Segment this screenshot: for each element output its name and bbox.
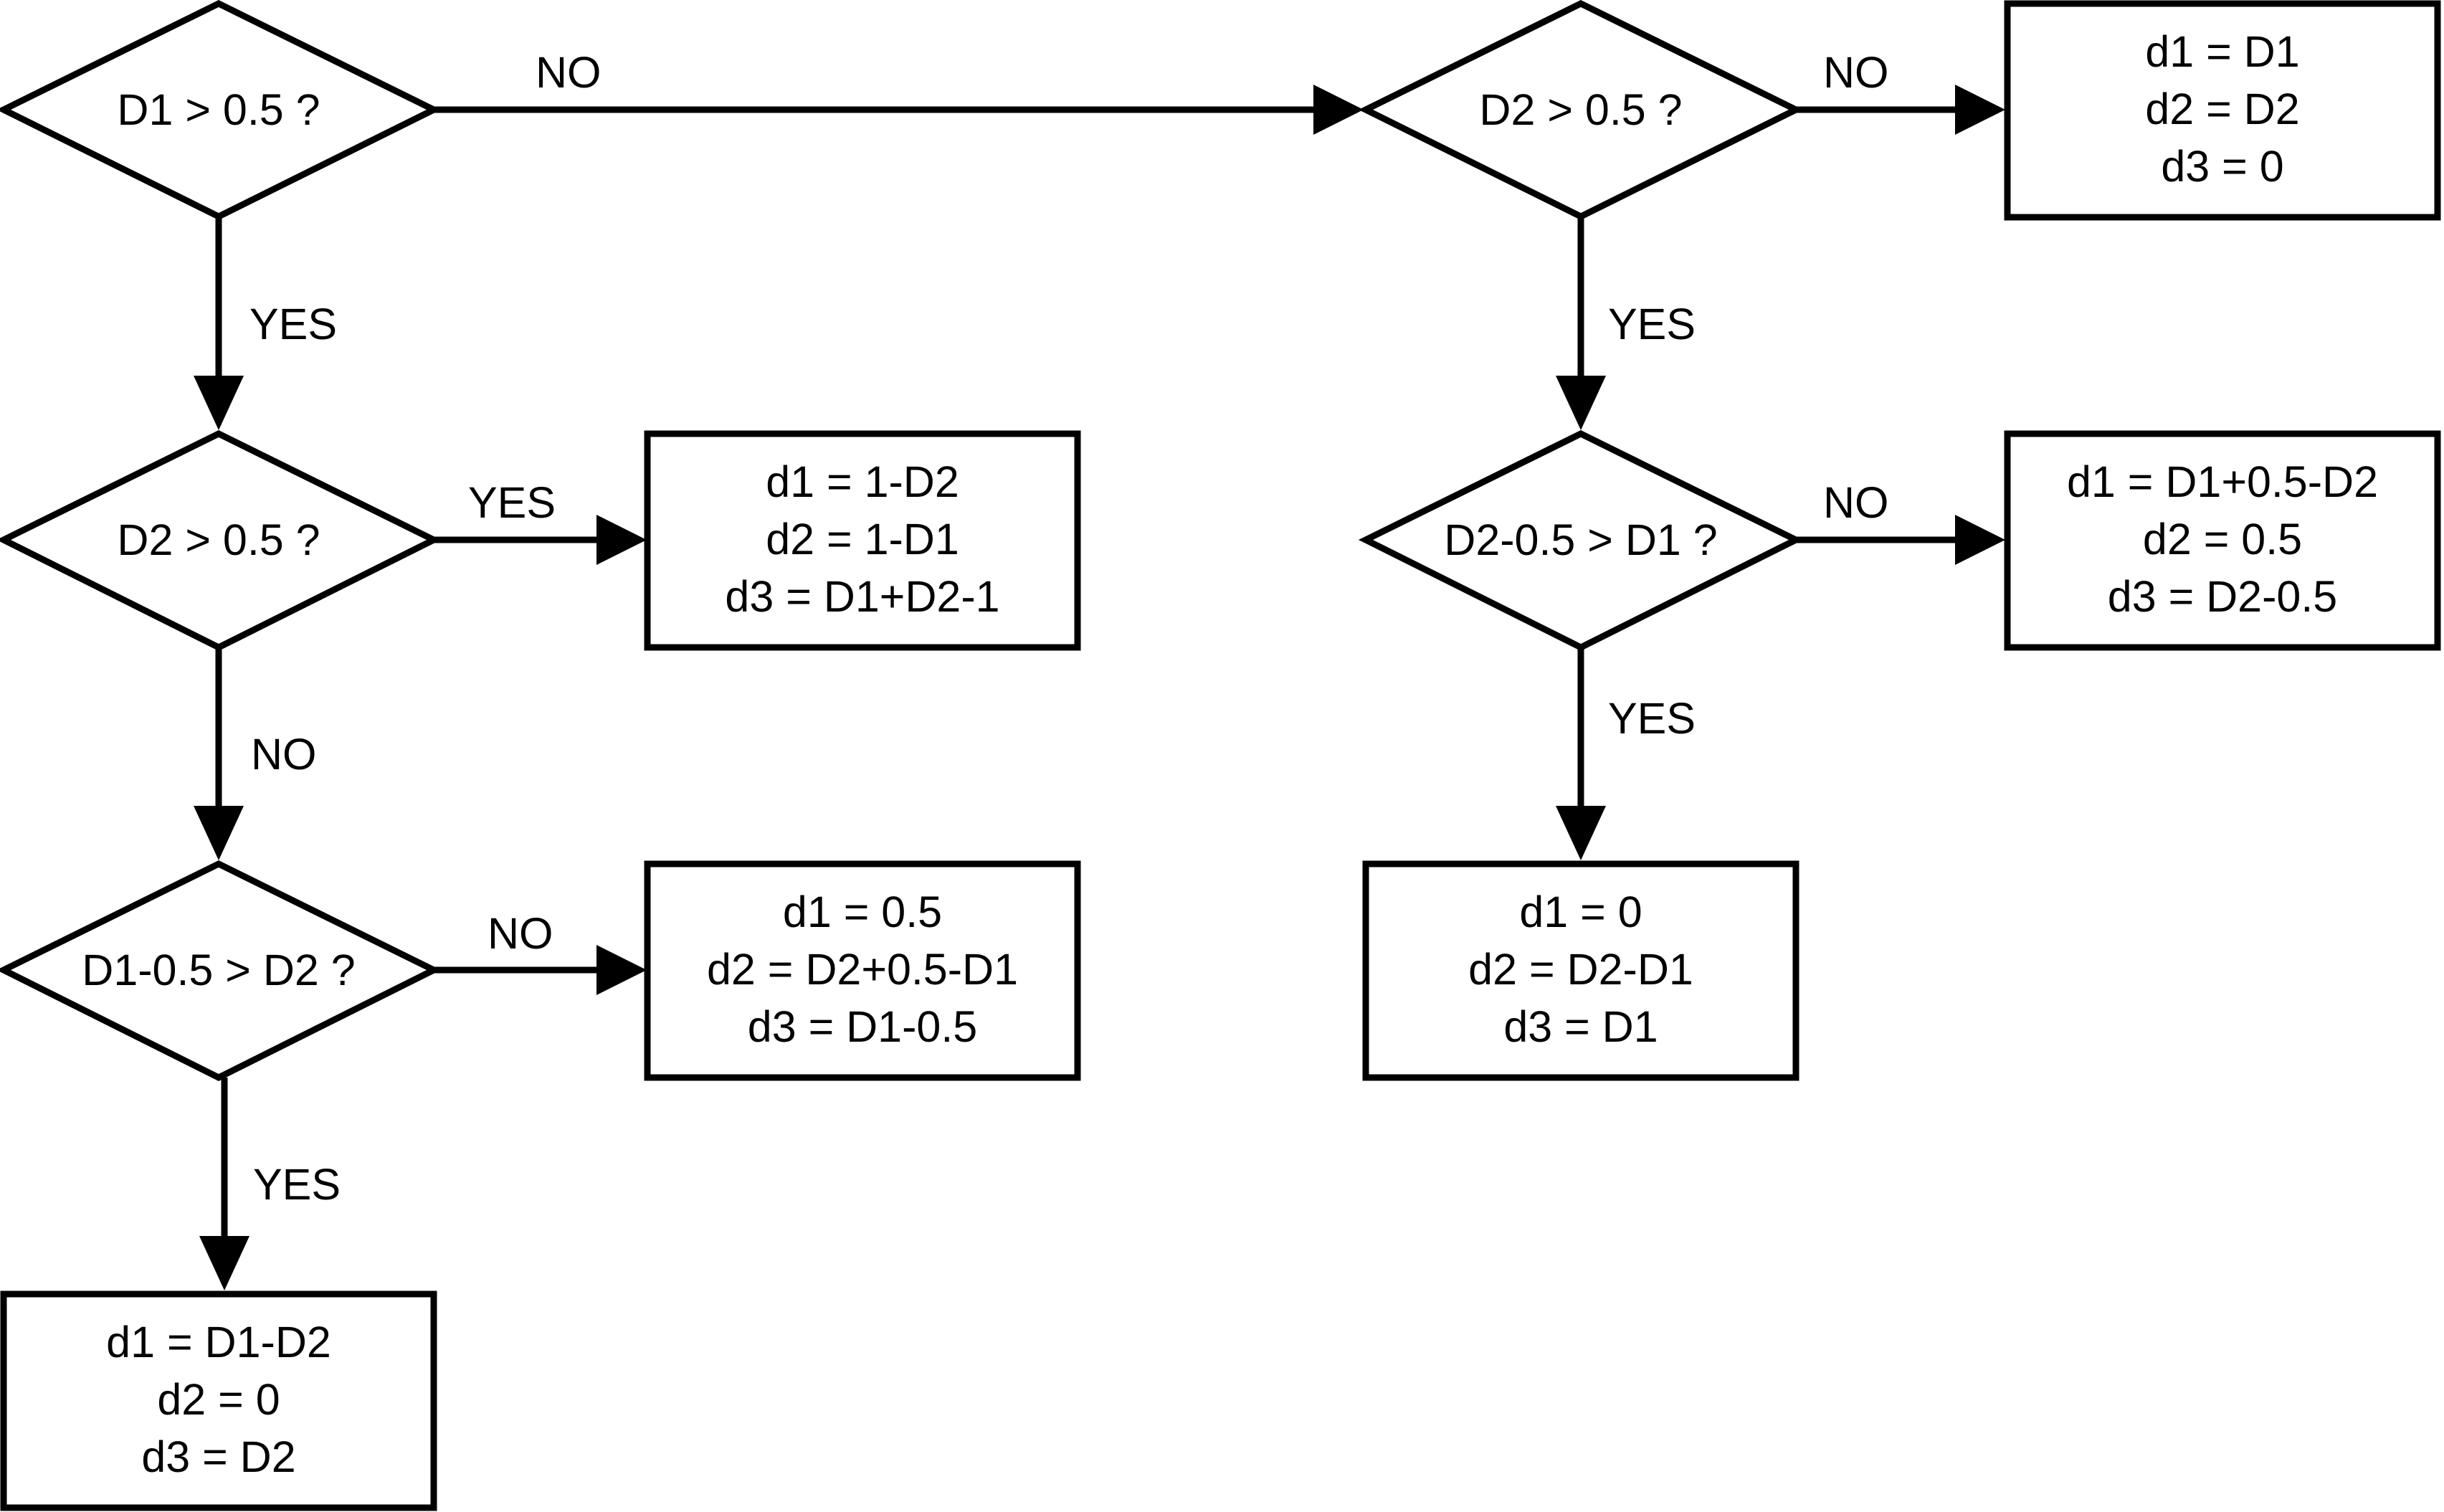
outcome-line: d2 = 0 (157, 1375, 280, 1424)
arrowhead-right-gap-yes (1556, 806, 1606, 860)
outcome-line: d3 = D1 (1503, 1002, 1658, 1051)
outcome-line: d3 = D2-0.5 (2108, 572, 2337, 621)
outcome-line: d2 = D2 (2145, 85, 2299, 133)
outcome-box (1362, 860, 1799, 1081)
outcome-box (2004, 0, 2441, 221)
outcome-line: d2 = D2-D1 (1468, 945, 1693, 994)
decision-diamond (1358, 0, 1804, 221)
label-start-yes: YES (249, 300, 337, 348)
decision-d1-gt-half: D1 > 0.5 ? (0, 0, 442, 221)
label-start-no: NO (536, 48, 602, 97)
decision-label: D1 > 0.5 ? (117, 85, 320, 134)
label-left-d2-no: NO (251, 730, 317, 779)
decision-diamond (0, 860, 442, 1082)
label-right-d2-yes: YES (1608, 300, 1696, 348)
label-left-d2-yes: YES (468, 478, 556, 527)
label-right-gap-yes: YES (1608, 694, 1696, 743)
arrowhead-start-yes (194, 376, 244, 430)
decision-label: D2-0.5 > D1 ? (1444, 515, 1717, 564)
outcome-line: d2 = D2+0.5-D1 (707, 945, 1018, 994)
outcome-line: d3 = D1-0.5 (748, 1002, 977, 1051)
decision-diamond (1358, 429, 1804, 652)
decision-d2-gt-half-left: D2 > 0.5 ? (0, 429, 442, 652)
label-right-gap-no: NO (1823, 478, 1889, 527)
decision-d2-minus-half-gt-d1: D2-0.5 > D1 ? (1358, 429, 1804, 652)
label-left-gap-yes: YES (253, 1160, 341, 1209)
outcome-line: d1 = 0.5 (783, 888, 942, 936)
outcome-line: d1 = D1 (2145, 27, 2299, 76)
outcome-line: d2 = 0.5 (2143, 515, 2302, 564)
arrowhead-left-d2-yes (596, 515, 647, 565)
decision-label: D1-0.5 > D2 ? (82, 946, 355, 994)
outcome-d1-high-close: d1 = 0.5 d2 = D2+0.5-D1 d3 = D1-0.5 (644, 860, 1081, 1081)
decision-diamond (0, 429, 442, 652)
arrowhead-start-no (1313, 85, 1364, 135)
outcome-box (644, 860, 1081, 1081)
outcome-line: d2 = 1-D1 (766, 515, 959, 564)
arrowhead-right-d2-no (1955, 85, 2005, 135)
outcome-line: d1 = 0 (1519, 888, 1642, 936)
decision-label: D2 > 0.5 ? (117, 515, 320, 564)
outcome-d1-high-far: d1 = D1-D2 d2 = 0 d3 = D2 (0, 1290, 437, 1511)
outcome-line: d3 = D1+D2-1 (725, 572, 999, 621)
decision-d2-gt-half-right: D2 > 0.5 ? (1358, 0, 1804, 221)
connectors (194, 85, 2005, 1290)
outcome-box (644, 430, 1081, 651)
outcome-box (0, 1290, 437, 1511)
outcome-line: d1 = D1-D2 (106, 1318, 331, 1366)
outcome-line: d1 = D1+0.5-D2 (2067, 457, 2378, 506)
decision-d1-minus-half-gt-d2: D1-0.5 > D2 ? (0, 860, 442, 1082)
label-right-d2-no: NO (1823, 48, 1889, 97)
decision-diamond (0, 0, 442, 221)
outcome-both-high: d1 = 1-D2 d2 = 1-D1 d3 = D1+D2-1 (644, 430, 1081, 651)
outcome-d2-high-far: d1 = 0 d2 = D2-D1 d3 = D1 (1362, 860, 1799, 1081)
arrowhead-left-gap-no (596, 945, 647, 995)
outcome-both-low: d1 = D1 d2 = D2 d3 = 0 (2004, 0, 2441, 221)
outcome-line: d3 = D2 (141, 1432, 295, 1481)
outcome-line: d1 = 1-D2 (766, 457, 959, 506)
outcome-line: d3 = 0 (2161, 142, 2283, 191)
decision-label: D2 > 0.5 ? (1479, 85, 1682, 134)
outcome-d2-high-close: d1 = D1+0.5-D2 d2 = 0.5 d3 = D2-0.5 (2004, 430, 2441, 651)
arrowhead-left-gap-yes (199, 1236, 249, 1290)
arrowhead-left-d2-no (194, 806, 244, 860)
arrowhead-right-gap-no (1955, 515, 2005, 565)
arrowhead-right-d2-yes (1556, 376, 1606, 430)
label-left-gap-no: NO (488, 909, 553, 958)
outcome-box (2004, 430, 2441, 651)
edge-labels: NO YES YES NO NO YES NO YES NO YES (249, 48, 1889, 1209)
